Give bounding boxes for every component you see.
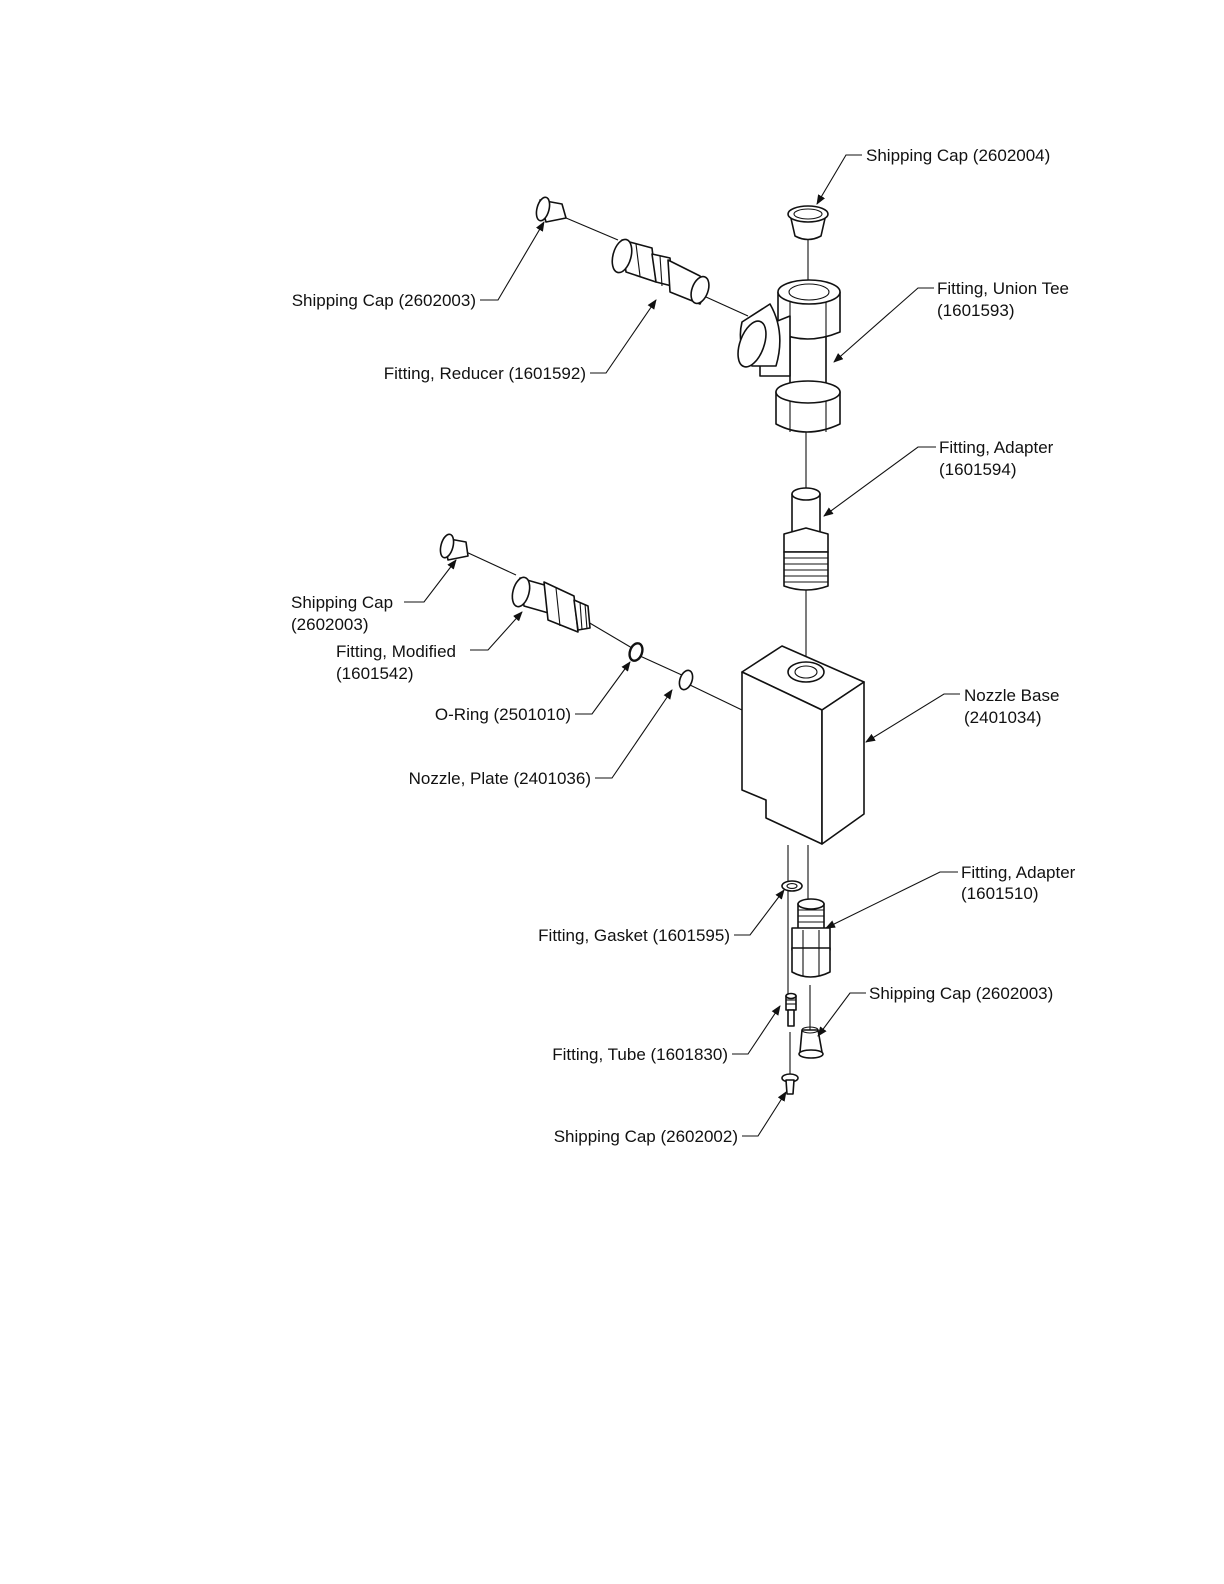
label-union-tee-line1: Fitting, Union Tee xyxy=(937,279,1069,298)
label-shipping-cap-bottom: Shipping Cap (2602002) xyxy=(554,1127,738,1146)
label-adapter-upper-line2: (1601594) xyxy=(939,460,1017,479)
label-shipping-cap-top: Shipping Cap (2602004) xyxy=(866,146,1050,165)
label-nozzle-base-line1: Nozzle Base xyxy=(964,686,1059,705)
label-fitting-reducer: Fitting, Reducer (1601592) xyxy=(384,364,586,383)
label-o-ring: O-Ring (2501010) xyxy=(435,705,571,724)
fitting-reducer-part xyxy=(611,238,710,305)
shipping-cap-lower-right-part xyxy=(798,1026,824,1059)
label-shipping-cap-left-mid-line1: Shipping Cap xyxy=(291,593,393,612)
shipping-cap-left-upper-part xyxy=(535,196,567,223)
label-fitting-gasket: Fitting, Gasket (1601595) xyxy=(538,926,730,945)
shipping-cap-left-mid-part xyxy=(439,533,469,561)
label-fitting-modified-line2: (1601542) xyxy=(336,664,414,683)
label-union-tee-line2: (1601593) xyxy=(937,301,1015,320)
label-shipping-cap-left-upper: Shipping Cap (2602003) xyxy=(292,291,476,310)
nozzle-base-part xyxy=(741,645,865,845)
union-tee-part xyxy=(737,279,841,433)
label-fitting-modified-line1: Fitting, Modified xyxy=(336,642,456,661)
label-adapter-lower-line1: Fitting, Adapter xyxy=(961,863,1076,882)
nozzle-plate-part xyxy=(678,669,694,691)
fitting-modified-part xyxy=(511,576,591,633)
label-shipping-cap-lower-right: Shipping Cap (2602003) xyxy=(869,984,1053,1003)
label-adapter-upper-line1: Fitting, Adapter xyxy=(939,438,1054,457)
label-fitting-tube: Fitting, Tube (1601830) xyxy=(552,1045,728,1064)
leader-lines xyxy=(404,154,960,1137)
shipping-cap-bottom-part xyxy=(781,1073,799,1095)
label-adapter-lower-line2: (1601510) xyxy=(961,884,1039,903)
assembly-axis-lines xyxy=(463,214,811,1078)
fitting-adapter-lower-part xyxy=(791,898,831,978)
shipping-cap-top-part xyxy=(787,205,829,241)
label-shipping-cap-left-mid-line2: (2602003) xyxy=(291,615,369,634)
o-ring-part xyxy=(628,642,644,662)
fitting-gasket-part xyxy=(781,880,803,892)
label-nozzle-base-line2: (2401034) xyxy=(964,708,1042,727)
fitting-tube-part xyxy=(785,992,797,1027)
fitting-adapter-upper-part xyxy=(783,487,829,591)
label-nozzle-plate: Nozzle, Plate (2401036) xyxy=(409,769,591,788)
